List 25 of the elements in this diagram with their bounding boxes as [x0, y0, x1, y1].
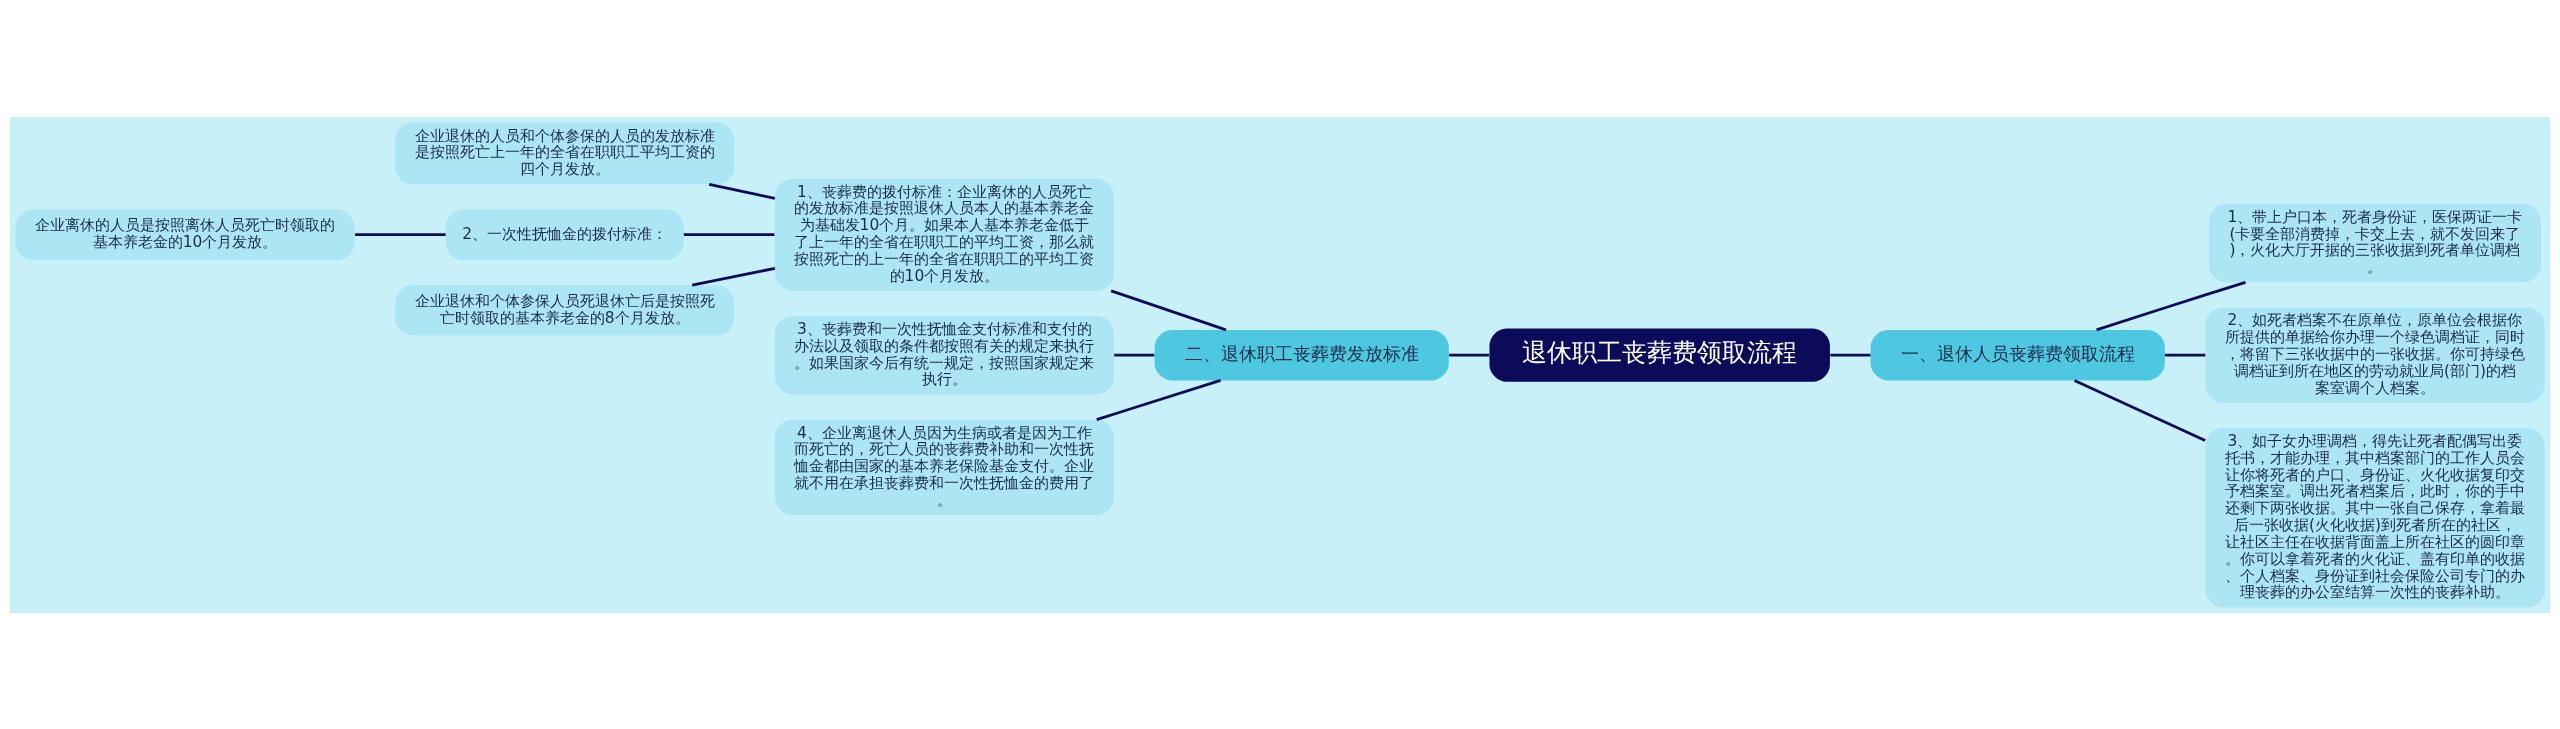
- connector: [1449, 353, 1490, 357]
- connector: [355, 232, 446, 236]
- connector: [1096, 378, 1221, 421]
- node-box: 一、退休人员丧葬费领取流程: [1870, 329, 2165, 380]
- node-box: 企业离休的人员是按照离休人员死亡时领取的基本养老金的10个月发放。: [15, 208, 355, 260]
- node-box: 企业退休和个体参保人员死退休亡后是按照死亡时领取的基本养老金的8个月发放。: [395, 284, 735, 336]
- connector: [1830, 353, 1871, 357]
- node-box: 1、丧葬费的拨付标准：企业离休的人员死亡的发放标准是按照退休人员本人的基本养老金为基础发10个月。如果本人基本养老金低于了上一年的全省在职职工的平均工资，那么就按照死亡的上一年的全省在职职工的平均工资的10个月发放。: [774, 178, 1114, 291]
- node-box: 2、一次性抚恤金的拨付标准：: [445, 208, 684, 260]
- connector: [1114, 353, 1155, 357]
- connector: [2096, 280, 2246, 331]
- node-box: 1、带上户口本，死者身份证，医保两证一卡(卡要全部消费掉，卡交上去，就不发回来了)，火化大厅开据的三张收据到死者单位调档。: [2208, 203, 2541, 282]
- connector: [683, 232, 775, 236]
- connector: [2164, 353, 2206, 357]
- node-box: 4、企业离退休人员因为生病或者是因为工作而死亡的，死亡人员的丧葬费补助和一次性抚恤金都由国家的基本养老保险基金支付。企业就不用在承担丧葬费和一次性抚恤金的费用了。: [774, 419, 1114, 515]
- connector: [708, 182, 776, 200]
- connector: [691, 266, 776, 286]
- node-box: 3、如子女办理调档，得先让死者配偶写出委托书，才能办理，其中档案部门的工作人员会让你将死者的户口、身份证、火化收据复印交予档案室。调出死者档案后，此时，你的手中还剩下两张收据。其中一张自己保存，拿着最后一张收据(火化收据)到死者所在的社区，让社区主任在收据背面盖上所在社区的圆印章。你可以拿着死者的火化证、盖有印单的收据、个人档案、身份证到社会保险公司专门的办理丧葬的办公室结算一次性的丧葬补助。: [2205, 427, 2545, 607]
- node-box: 2、如死者档案不在原单位，原单位会根据你所提供的单据给你办理一个绿色调档证，同时，将留下三张收据中的一张收据。你可持绿色调档证到所在地区的劳动就业局(部门)的档案室调个人档案。: [2205, 307, 2545, 403]
- connector: [2073, 378, 2206, 442]
- node-box: 3、丧葬费和一次性抚恤金支付标准和支付的办法以及领取的条件都按照有关的规定来执行。如果国家今后有统一规定，按照国家规定来执行。: [774, 315, 1114, 394]
- node-box: 二、退休职工丧葬费发放标准: [1154, 329, 1449, 380]
- node-box: 企业退休的人员和个体参保的人员的发放标准是按照死亡上一年的全省在职职工平均工资的四个月发放。: [395, 122, 735, 184]
- connector: [1110, 289, 1227, 331]
- node-box: 退休职工丧葬费领取流程: [1489, 328, 1830, 382]
